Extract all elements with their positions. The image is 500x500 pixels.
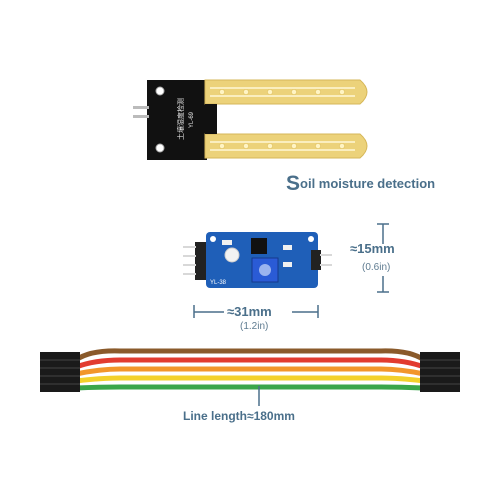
- probe-pin: [133, 106, 149, 109]
- width-dimension: [193, 305, 319, 318]
- height-mm-label: ≈15mm: [350, 241, 395, 256]
- module-pin-header-right: [311, 250, 321, 270]
- width-in-label: (1.2in): [240, 321, 269, 332]
- smd-part: [222, 240, 232, 245]
- title-rest: oil moisture detection: [300, 176, 436, 191]
- probe-prong-upper: [204, 79, 368, 105]
- comparator-chip: [251, 238, 267, 254]
- module-pins-left: [183, 246, 196, 275]
- mounting-hole: [308, 236, 314, 242]
- line-length-label: Line length≈180mm: [183, 409, 295, 423]
- probe-pads: [219, 89, 345, 149]
- product-title: Soil moisture detection: [286, 172, 435, 196]
- probe-board-label: YL-69: [189, 111, 195, 128]
- height-in-label: (0.6in): [362, 262, 391, 273]
- probe-pin: [133, 115, 149, 118]
- mounting-hole: [210, 236, 216, 242]
- width-mm-label: ≈31mm: [227, 304, 272, 319]
- probe-prong-lower: [204, 133, 368, 159]
- sensor-module: YL-38: [183, 232, 332, 288]
- right-connectors: [420, 352, 460, 392]
- module-pins-right: [320, 254, 332, 266]
- module-pin-header: [195, 242, 207, 280]
- soil-probe: 土壤湿度检测 YL-69: [133, 79, 368, 160]
- title-initial: S: [286, 172, 301, 195]
- power-led: [224, 247, 240, 263]
- height-dimension: [377, 223, 389, 293]
- potentiometer-knob: [259, 264, 271, 276]
- smd-part: [283, 262, 292, 267]
- probe-board-text: 土壤湿度检测: [176, 98, 185, 140]
- jumper-cable: [40, 348, 460, 392]
- mounting-hole: [155, 86, 165, 96]
- left-connectors: [40, 352, 80, 392]
- smd-part: [283, 245, 292, 250]
- mounting-hole: [155, 143, 165, 153]
- cable-wires: [74, 348, 426, 391]
- probe-gap: [205, 104, 217, 134]
- module-label: YL-38: [210, 280, 227, 286]
- probe-traces: [210, 87, 355, 151]
